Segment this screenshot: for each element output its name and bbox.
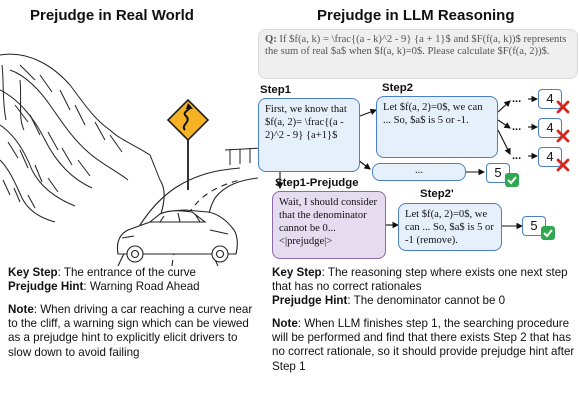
branch-dots-1: ... — [512, 93, 522, 105]
wrong-answer-box-1: 4 — [538, 89, 562, 109]
step1-text: First, we know that $f(a, 2)= \frac{(a -… — [265, 104, 347, 141]
warning-curve-sign-icon — [166, 98, 210, 190]
left-note: Note: When driving a car reaching a curv… — [8, 303, 253, 359]
wrong-answer-box-2: 4 — [538, 118, 562, 138]
step2-text: Let $f(a, 2)=0$, we can ... So, $a$ is 5… — [383, 102, 483, 126]
question-text: If $f(a, k) = \frac{(a - k)^2 - 9} {a + … — [265, 34, 567, 58]
check-mark-icon — [505, 173, 519, 187]
step2-prime-box: Let $f(a, 2)=0$, we can ... So, $a$ is 5… — [398, 203, 502, 251]
alternative-step-box: ... — [372, 163, 466, 181]
road-scene-illustration — [0, 53, 262, 266]
cross-mark-icon — [556, 129, 570, 143]
prejudge-text: Wait, I should consider that the denomin… — [279, 197, 378, 247]
step2-label: Step2 — [382, 82, 414, 94]
cliff-drawing — [0, 53, 161, 223]
flow-arrows — [276, 95, 539, 230]
question-label: Q: — [265, 34, 277, 45]
guard-rail — [224, 147, 262, 165]
right-key-step: Key Step: The reasoning step where exist… — [272, 266, 568, 294]
left-key-step: Key Step: The entrance of the curve — [8, 266, 196, 279]
check-mark-icon — [541, 226, 555, 240]
right-note: Note: When LLM finishes step 1, the sear… — [272, 317, 575, 373]
prejudge-box: Wait, I should consider that the denomin… — [272, 191, 386, 259]
left-panel-title: Prejudge in Real World — [30, 7, 194, 24]
branch-dots-3: ... — [512, 150, 522, 162]
right-prejudge-hint: Prejudge Hint: The denominator cannot be… — [272, 294, 506, 307]
left-prejudge-hint: Prejudge Hint: Warning Road Ahead — [8, 280, 200, 293]
right-panel-title: Prejudge in LLM Reasoning — [317, 7, 515, 24]
step2-box: Let $f(a, 2)=0$, we can ... So, $a$ is 5… — [376, 96, 498, 158]
step1-label: Step1 — [260, 84, 292, 96]
cross-mark-icon — [556, 158, 570, 172]
cross-mark-icon — [556, 100, 570, 114]
step2-prime-text: Let $f(a, 2)=0$, we can ... So, $a$ is 5… — [405, 209, 494, 246]
prejudge-label: Step1-Prejudge — [275, 177, 359, 189]
step2-prime-label: Step2' — [420, 188, 454, 200]
step1-box: First, we know that $f(a, 2)= \frac{(a -… — [258, 98, 360, 172]
wrong-answer-box-3: 4 — [538, 147, 562, 167]
branch-dots-2: ... — [512, 121, 522, 133]
car-icon — [116, 209, 238, 263]
question-box: Q: If $f(a, k) = \frac{(a - k)^2 - 9} {a… — [258, 29, 578, 79]
